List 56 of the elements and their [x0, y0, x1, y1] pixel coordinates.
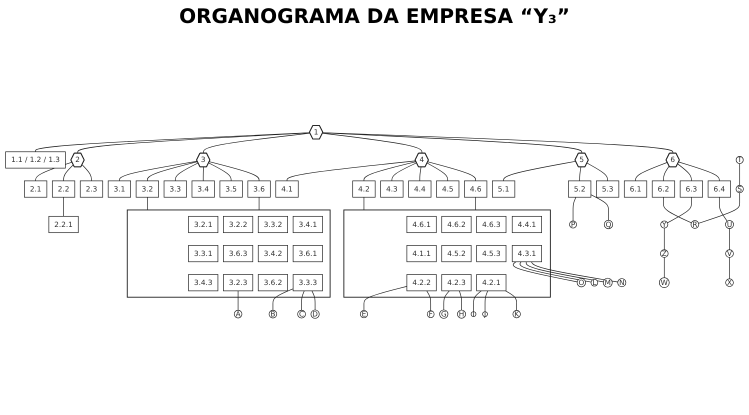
connector [698, 192, 740, 224]
connector [484, 290, 488, 312]
connector [209, 161, 260, 182]
connector [531, 261, 618, 282]
connector [202, 166, 204, 182]
connector [63, 164, 74, 182]
connector [572, 196, 576, 222]
connector [664, 228, 665, 250]
connector [739, 163, 740, 186]
connector [526, 261, 604, 282]
connector [677, 164, 692, 182]
connector [322, 132, 674, 154]
connector [322, 132, 582, 154]
connector [301, 290, 305, 311]
connector [503, 160, 576, 182]
diagram-title: ORGANOGRAMA DA EMPRESA “Y₃” [179, 4, 570, 28]
connector [312, 290, 316, 310]
connector [419, 166, 422, 182]
connector [663, 166, 670, 182]
connector [678, 162, 720, 182]
cluster [126, 210, 331, 298]
connector [174, 162, 198, 182]
connector [63, 196, 64, 217]
connector [119, 160, 198, 182]
connector [82, 164, 92, 182]
connector [719, 196, 728, 222]
connector [426, 290, 432, 312]
connector [392, 162, 417, 182]
connector [428, 161, 476, 182]
connector [77, 132, 310, 154]
connector [147, 196, 148, 210]
connector [664, 257, 665, 278]
connector [258, 196, 260, 210]
connector [512, 261, 578, 282]
connector [364, 161, 416, 182]
connector [505, 290, 517, 311]
connector [322, 132, 422, 154]
connector [443, 290, 450, 310]
connector [590, 194, 609, 221]
connector [475, 196, 476, 210]
connector [579, 166, 582, 182]
connector [458, 290, 462, 310]
connector [426, 162, 448, 182]
connector [635, 162, 668, 182]
connector [473, 290, 482, 312]
connector [364, 286, 408, 311]
connector [729, 257, 730, 280]
connector [729, 228, 730, 250]
connector [286, 160, 416, 182]
connector [272, 288, 294, 311]
connector [203, 132, 310, 154]
connector [208, 162, 232, 182]
connector [520, 261, 592, 282]
cluster [343, 210, 551, 298]
connector [586, 162, 608, 182]
connector [147, 161, 198, 182]
